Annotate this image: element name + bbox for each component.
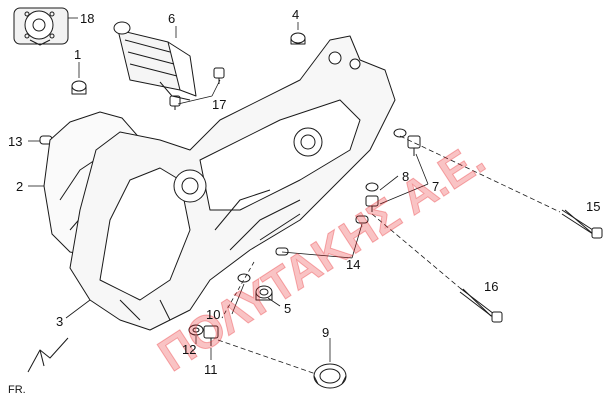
direction-label: FR.: [8, 384, 26, 396]
callout-15: 15: [586, 199, 601, 214]
part-9-oil-seal-icon: [313, 363, 347, 389]
callout-3: 3: [56, 314, 64, 329]
callout-14: 14: [346, 257, 361, 272]
part-8-drain-bolt-icon: [365, 182, 379, 212]
part-7-bolt-icon: [393, 128, 421, 156]
part-4-bush-icon: [290, 32, 306, 45]
part-16-bolt-icon: [459, 287, 503, 323]
part-3-crankcase-icon: [69, 35, 396, 331]
part-14-dowel-pins-icon: [275, 215, 369, 256]
callout-16: 16: [484, 279, 499, 294]
callout-1: 1: [74, 47, 82, 62]
callout-5: 5: [284, 301, 292, 316]
part-6-starter-motor-icon: [113, 21, 197, 101]
callout-2: 2: [16, 179, 24, 194]
part-12-washer-icon: [188, 324, 204, 336]
part-11-bolt-icon: [203, 325, 219, 346]
part-5-bush-icon: [255, 285, 273, 301]
part-1-bush-icon: [71, 80, 87, 95]
callout-8: 8: [402, 169, 410, 184]
callout-6: 6: [168, 11, 176, 26]
callout-4: 4: [292, 7, 300, 22]
callout-11: 11: [204, 362, 218, 377]
part-15-bolt-icon: [561, 209, 603, 239]
part-18-cover-icon: [13, 7, 69, 46]
callout-12: 12: [182, 342, 197, 357]
part-17-screws-icon: [169, 67, 225, 110]
callout-7: 7: [432, 179, 440, 194]
callout-10: 10: [206, 307, 221, 322]
callout-17: 17: [212, 97, 227, 112]
part-10-collar-icon: [237, 273, 251, 283]
callout-9: 9: [322, 325, 330, 340]
front-direction-arrow-icon: [27, 337, 69, 373]
callout-13: 13: [8, 134, 23, 149]
callout-18: 18: [80, 11, 95, 26]
